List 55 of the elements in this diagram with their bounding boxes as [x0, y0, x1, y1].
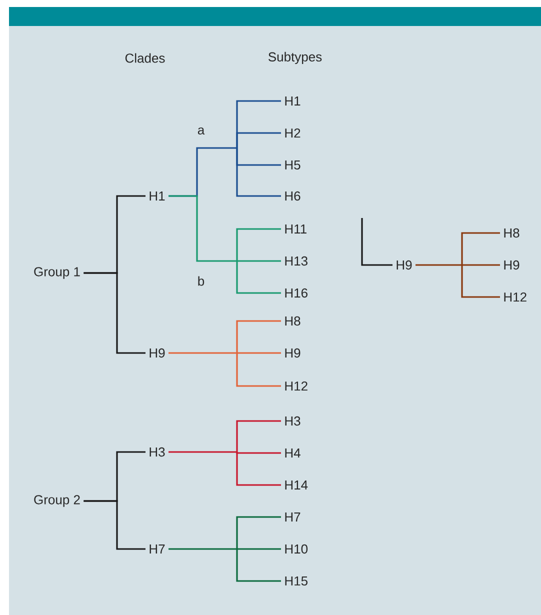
tree-branch [236, 420, 281, 452]
taxon-label: H5 [285, 160, 300, 170]
tree-branch [236, 261, 281, 294]
taxon-label: H4 [285, 448, 300, 458]
tree-branch [168, 352, 237, 354]
taxon-label: H15 [285, 576, 308, 586]
taxon-label: H3 [150, 447, 165, 457]
taxon-label: H12 [285, 381, 308, 391]
tree-branch [361, 218, 392, 266]
tree-branch [236, 353, 281, 387]
tree-branch [168, 548, 237, 550]
taxon-label: H16 [285, 288, 308, 298]
tree-branch [84, 500, 146, 550]
tree-branch [236, 452, 281, 486]
taxon-label: H9 [150, 348, 165, 358]
tree-branch [462, 264, 500, 266]
taxon-label: H14 [285, 480, 308, 490]
column-heading: Subtypes [268, 52, 322, 64]
tree-branch [461, 232, 500, 265]
tree-branch [237, 260, 281, 262]
tree-branch [236, 228, 281, 261]
taxon-label: H9 [285, 348, 300, 358]
taxon-label: H10 [285, 544, 308, 554]
taxon-label: H7 [150, 544, 165, 554]
taxon-label: H7 [285, 512, 300, 522]
taxon-label: H9 [396, 260, 412, 270]
taxon-label: H6 [285, 191, 300, 201]
taxon-label: H9 [504, 260, 520, 270]
tree-branch [168, 195, 237, 262]
taxon-label: H2 [285, 128, 300, 138]
taxon-label: H1 [285, 96, 300, 106]
tree-branch [84, 272, 146, 354]
taxon-label: Group 2 [34, 495, 80, 507]
tree-branch [236, 132, 281, 148]
tree-branch [416, 264, 462, 266]
taxon-label: H11 [285, 224, 306, 234]
taxon-label: H8 [504, 228, 520, 238]
tree-branch [237, 352, 281, 354]
taxon-label: H12 [504, 292, 526, 302]
taxon-label: H3 [285, 416, 300, 426]
taxon-label: H13 [285, 256, 308, 266]
branch-label: b [198, 276, 204, 286]
column-heading: Clades [125, 53, 165, 63]
taxon-label: Group 1 [34, 267, 80, 279]
tree-branch [461, 265, 500, 298]
tree-branch [236, 452, 281, 454]
tree-branch [168, 451, 237, 453]
tree-branch [236, 516, 281, 549]
tree-branch [237, 548, 281, 550]
tree-branch [236, 148, 281, 197]
tree-branch [236, 549, 281, 582]
taxon-label: H8 [285, 316, 300, 326]
taxon-label: H1 [150, 192, 165, 200]
branch-label: a [198, 127, 205, 135]
tree-branch [236, 320, 281, 353]
